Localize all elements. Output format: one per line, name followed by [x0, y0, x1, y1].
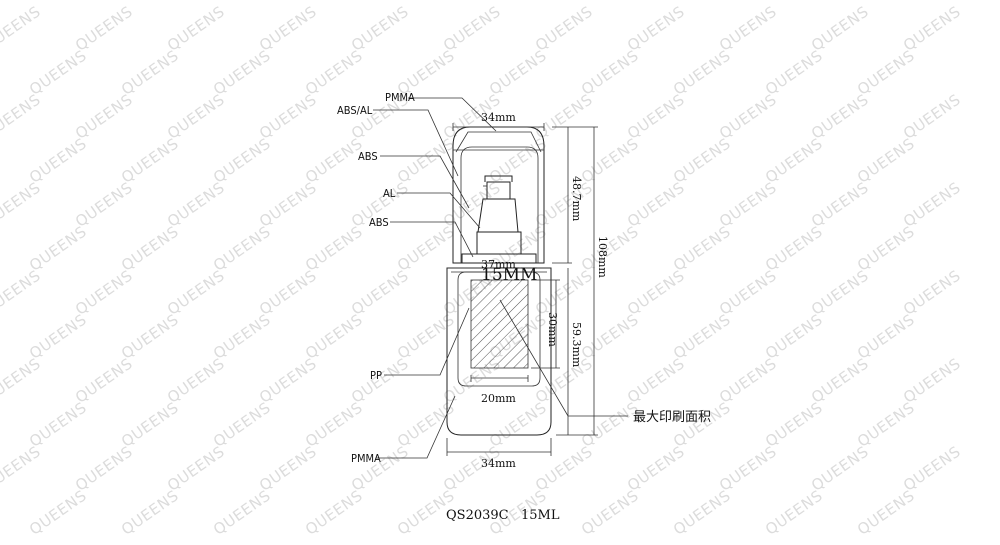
- dim-print-height-text: 30mm: [546, 312, 559, 347]
- pump-collar: [477, 198, 519, 233]
- dim-mid-width-text: 37mm: [481, 258, 516, 271]
- label-abs-al: ABS/AL: [337, 104, 373, 117]
- dim-bottom-width-text: 34mm: [481, 457, 516, 470]
- pump-neck: [476, 231, 522, 255]
- cap-inner-shell: [460, 146, 539, 263]
- cap-assembly: [452, 126, 545, 264]
- leader-print-area: [499, 299, 628, 417]
- leader-abs-1: [380, 155, 470, 209]
- dim-bottle-height-text: 59.3mm: [570, 322, 583, 368]
- leader-lines: [373, 97, 628, 459]
- print-area-label: 最大印刷面积: [633, 410, 711, 425]
- pump-base-ring: [461, 253, 537, 264]
- product-title: QS2039C 15ML: [446, 508, 560, 523]
- text-labels: PMMA ABS/AL ABS AL ABS PP PMMA 34mm 48.7…: [337, 91, 711, 523]
- bottle-assembly: [446, 267, 552, 436]
- dim-print-width-text: 20mm: [481, 392, 516, 405]
- leader-pmma-bottom: [376, 395, 456, 459]
- cap-top-facet: [455, 131, 542, 153]
- label-pmma-bottom: PMMA: [351, 452, 381, 465]
- pump-actuator-top: [484, 175, 513, 182]
- label-pp: PP: [370, 369, 382, 382]
- label-abs-1: ABS: [358, 150, 378, 163]
- dim-total-height-text: 108mm: [596, 236, 609, 278]
- bottle-outer-shell: [446, 267, 552, 436]
- label-abs-2: ABS: [369, 216, 389, 229]
- leader-al: [397, 192, 481, 229]
- label-al: AL: [383, 187, 396, 200]
- dim-top-width-text: 34mm: [481, 111, 516, 124]
- leader-pp: [384, 307, 470, 376]
- leader-abs-al: [373, 109, 459, 177]
- print-width-bracket: [470, 375, 529, 382]
- print-area-hatch: [470, 279, 529, 369]
- pump-assembly: [461, 175, 537, 264]
- leader-abs-2: [390, 221, 474, 258]
- leader-pmma-top: [408, 97, 497, 132]
- dim-cap-height-text: 48.7mm: [570, 176, 583, 222]
- capacity-mark-text: 15MM: [481, 265, 537, 285]
- pump-actuator: [486, 181, 511, 200]
- label-pmma-top: PMMA: [385, 91, 415, 104]
- dimension-lines: [446, 123, 598, 456]
